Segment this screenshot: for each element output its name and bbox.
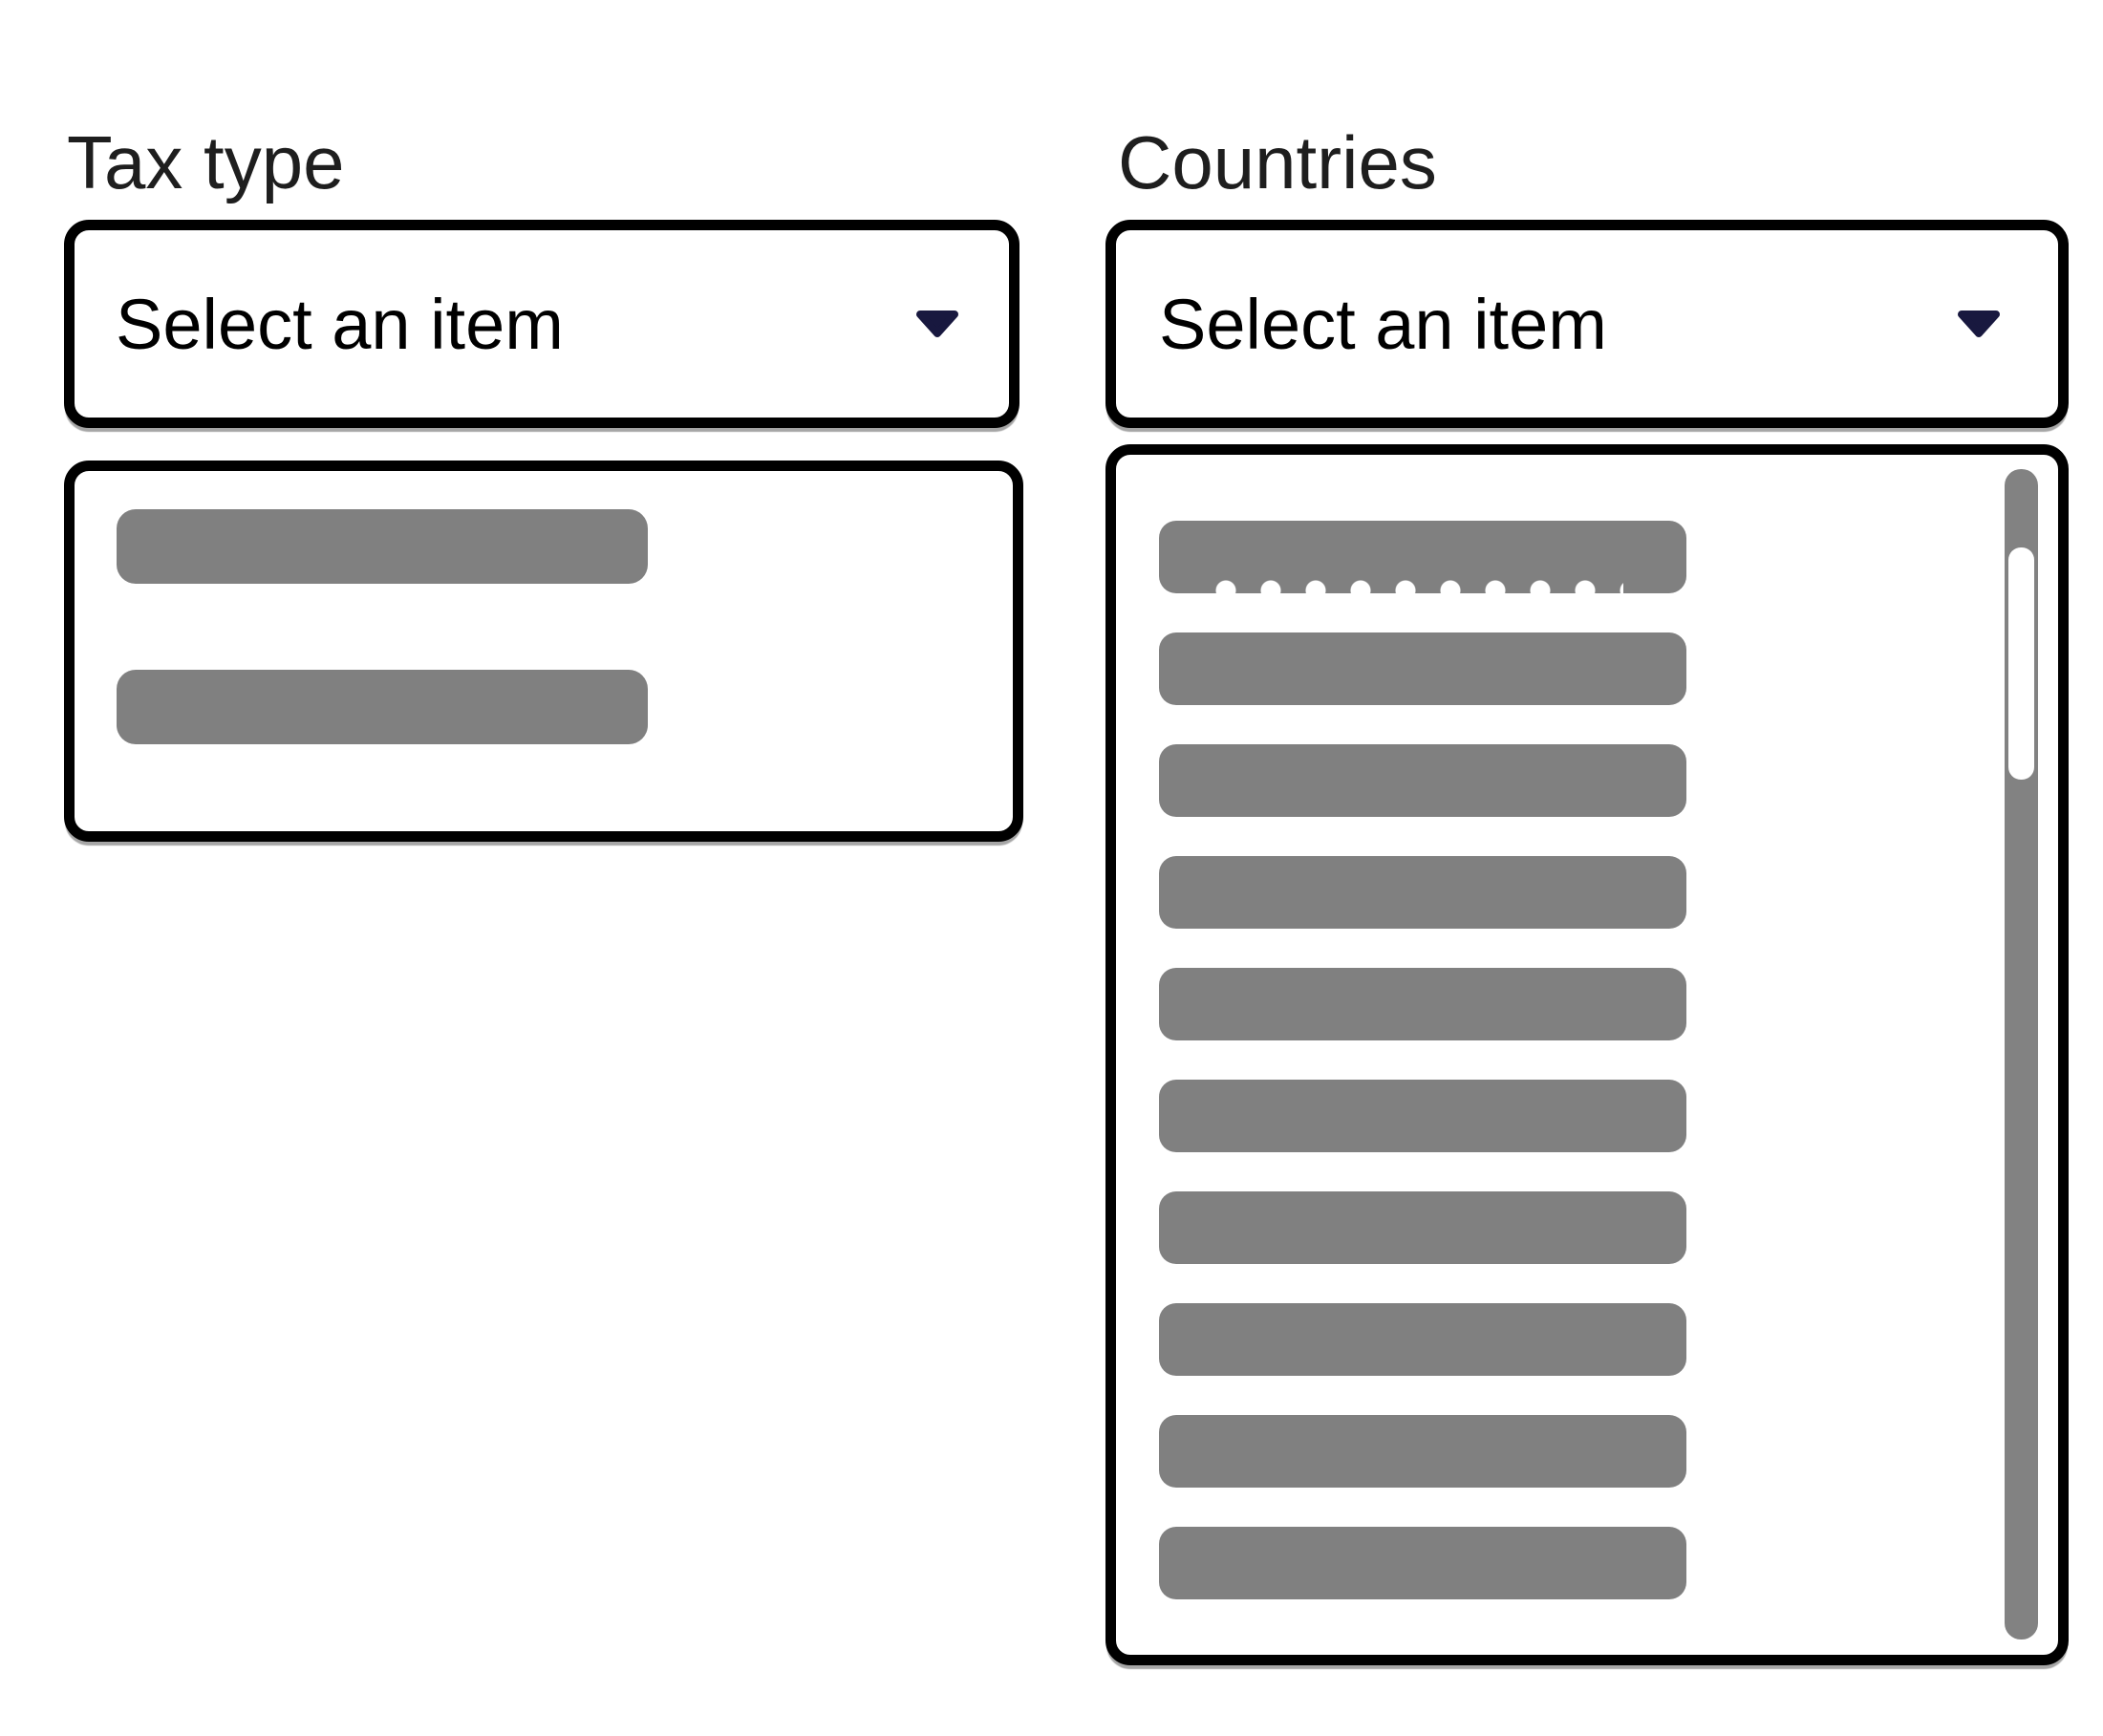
option-placeholder-bar[interactable]: [1159, 1415, 1686, 1488]
countries-label: Countries: [1118, 120, 1437, 204]
tax-type-select[interactable]: Select an item: [64, 220, 1019, 428]
option-placeholder-bar[interactable]: [1159, 1303, 1686, 1376]
option-placeholder-bar[interactable]: [1159, 856, 1686, 929]
option-placeholder-bar[interactable]: [1159, 521, 1686, 602]
option-placeholder-bar[interactable]: [117, 509, 648, 584]
option-placeholder-bar[interactable]: [1159, 1191, 1686, 1264]
chevron-down-icon: [1957, 310, 2001, 338]
scrollbar-track[interactable]: [2005, 469, 2038, 1640]
countries-select-value: Select an item: [1159, 284, 1607, 364]
option-placeholder-bar[interactable]: [1159, 1527, 1686, 1599]
option-placeholder-bar[interactable]: [1159, 632, 1686, 705]
tax-type-options-listbox: [64, 461, 1023, 842]
option-placeholder-bar[interactable]: [1159, 744, 1686, 817]
tax-type-select-value: Select an item: [116, 284, 564, 364]
tax-type-options: [75, 471, 1013, 744]
option-placeholder-bar[interactable]: [1159, 968, 1686, 1040]
chevron-down-icon: [915, 310, 959, 338]
countries-options-listbox: [1105, 444, 2069, 1665]
countries-select[interactable]: Select an item: [1105, 220, 2069, 428]
option-placeholder-bar[interactable]: [1159, 1080, 1686, 1152]
tax-type-label: Tax type: [67, 120, 345, 204]
countries-options: [1116, 455, 2058, 1599]
scrollbar-thumb[interactable]: [2008, 547, 2034, 780]
option-placeholder-bar[interactable]: [117, 670, 648, 744]
